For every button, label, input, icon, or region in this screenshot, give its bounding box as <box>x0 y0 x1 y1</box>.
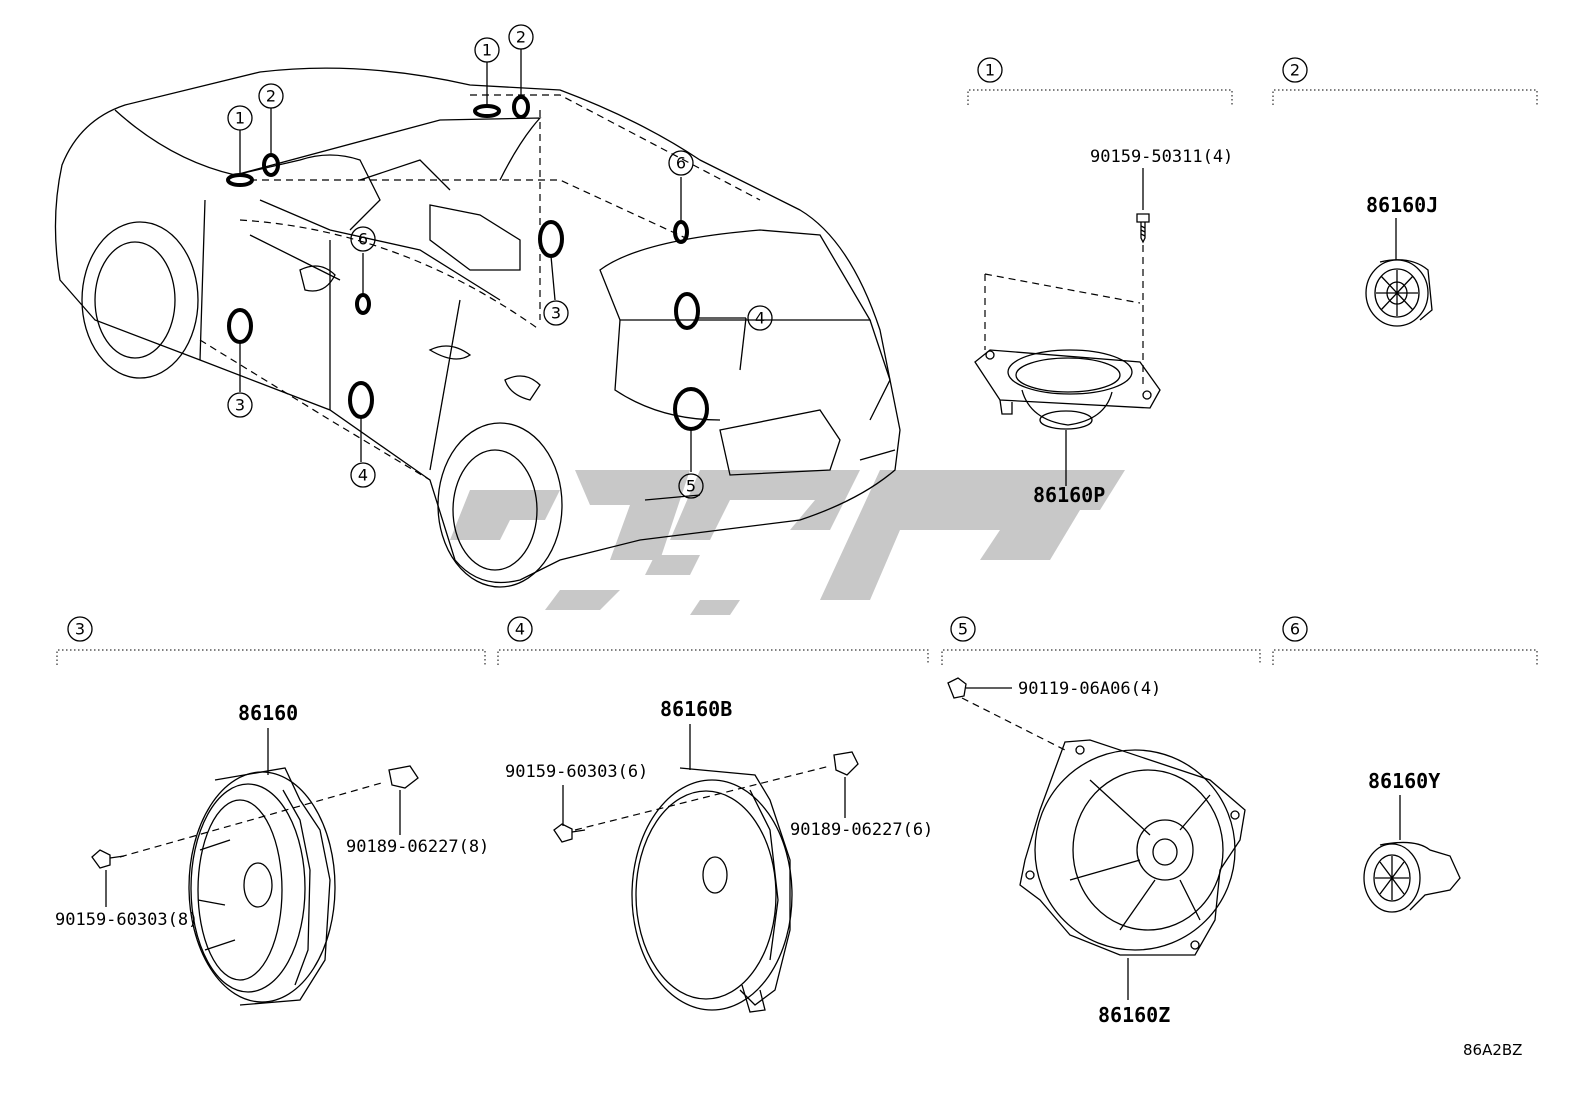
section-1: 1 90159-50311(4) 86160P <box>967 57 1233 507</box>
location-6-front <box>355 293 371 315</box>
callout-2-rear: 2 <box>516 28 526 47</box>
section-3-number: 3 <box>75 620 85 639</box>
speaker-86160P-drawing <box>974 349 1161 430</box>
section-3: 3 86160 90189-06227(8) 90159-60303(8) <box>55 616 489 1006</box>
screw-icon <box>553 823 586 843</box>
section-4: 4 86160B 90189-06227(6) 90159-60303(6) <box>497 616 933 1013</box>
watermark-logo <box>450 470 1125 615</box>
clip-icon <box>833 751 859 776</box>
location-3-front <box>227 308 253 344</box>
section-3-part-number: 86160 <box>238 701 298 725</box>
callout-6-rear: 6 <box>676 154 686 173</box>
location-2-rear <box>512 95 530 119</box>
section-3-clip-label: 90189-06227(8) <box>346 837 489 857</box>
section-6: 6 86160Y <box>1272 616 1538 913</box>
section-2-part-number: 86160J <box>1366 193 1438 217</box>
section-1-part-number: 86160P <box>1033 483 1105 507</box>
section-5: 5 90119-06A06(4) 86160Z <box>941 616 1261 1027</box>
callout-1-rear: 1 <box>482 41 492 60</box>
section-4-screw-label: 90159-60303(6) <box>505 762 648 782</box>
bolt-icon <box>947 677 1012 699</box>
callout-5: 5 <box>686 477 696 496</box>
location-1-front <box>226 173 254 187</box>
section-1-number: 1 <box>985 61 995 80</box>
section-4-part-number: 86160B <box>660 697 732 721</box>
callout-1-front: 1 <box>235 109 245 128</box>
callout-4-rear: 4 <box>755 309 765 328</box>
vehicle-callouts: 1 2 1 2 3 3 6 6 4 4 5 <box>227 24 773 499</box>
tweeter-86160J-drawing <box>1365 259 1433 327</box>
speaker-86160B-drawing <box>631 767 793 1013</box>
location-4-rear <box>674 292 700 330</box>
section-1-screw-label: 90159-50311(4) <box>1090 147 1233 167</box>
callout-6-front: 6 <box>358 230 368 249</box>
callout-2-front: 2 <box>266 87 276 106</box>
speaker-locations <box>226 95 709 431</box>
section-2-number: 2 <box>1290 61 1300 80</box>
section-4-number: 4 <box>515 620 525 639</box>
screw-icon <box>91 849 125 869</box>
clip-icon <box>388 765 419 789</box>
section-5-bolt-label: 90119-06A06(4) <box>1018 679 1161 699</box>
section-5-number: 5 <box>958 620 968 639</box>
callout-4-front: 4 <box>358 466 368 485</box>
tweeter-86160Y-drawing <box>1363 841 1461 913</box>
diagram-code: 86A2BZ <box>1463 1041 1522 1059</box>
location-5 <box>673 387 709 431</box>
section-6-number: 6 <box>1290 620 1300 639</box>
location-4-front <box>348 381 374 419</box>
location-1-rear <box>473 104 501 118</box>
screw-icon <box>1136 213 1150 244</box>
speaker-86160-drawing <box>188 767 336 1006</box>
section-4-clip-label: 90189-06227(6) <box>790 820 933 840</box>
location-6-rear <box>673 220 689 244</box>
section-5-part-number: 86160Z <box>1098 1003 1170 1027</box>
speaker-86160Z-drawing <box>1019 739 1246 956</box>
section-3-screw-label: 90159-60303(8) <box>55 910 198 930</box>
section-2: 2 86160J <box>1272 57 1538 327</box>
section-6-part-number: 86160Y <box>1368 769 1440 793</box>
callout-3-rear: 3 <box>551 304 561 323</box>
location-3-rear <box>538 220 564 258</box>
callout-leaders <box>239 49 747 472</box>
callout-3-front: 3 <box>235 396 245 415</box>
